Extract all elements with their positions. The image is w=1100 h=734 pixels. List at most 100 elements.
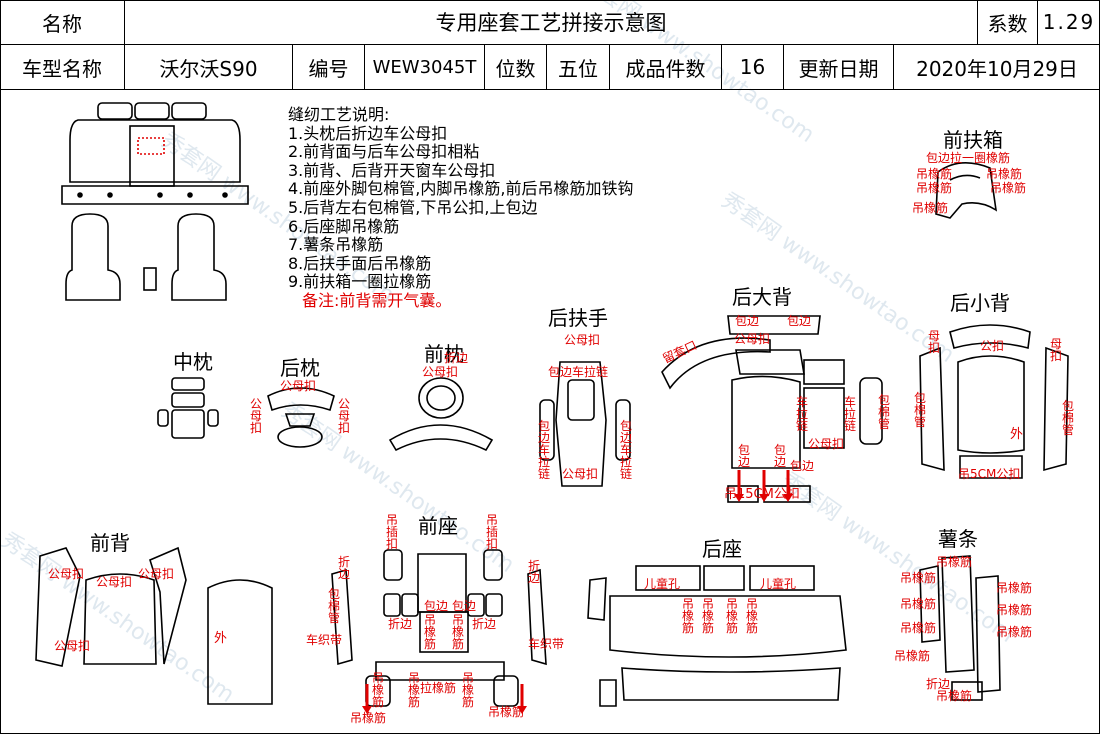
annotation: 包边 [787,314,812,328]
model-label: 车型名称 [0,45,125,89]
middle-pillow-pieces [157,377,219,439]
rear-armrest-pieces [539,361,631,487]
annotation: 吊橡筋 [726,597,739,635]
date-value: 2020年10月29日 [916,56,1078,81]
front-seat-pieces [331,549,547,707]
section-rear-pillow: 后枕 [280,356,320,380]
annotation: 包边 [738,443,751,469]
annotation: 公母扣 [250,397,263,435]
annotation: 公母扣 [562,467,599,481]
annotation: 吊15CM公扣 [724,487,800,502]
annotation: 包棉管 [878,393,891,431]
annotation: 包边车拉链 [548,365,609,379]
code-label: 编号 [293,45,365,89]
annotation: 车织带 [528,637,565,651]
section-front-box: 前扶箱 [943,128,1003,152]
annotation: 儿童孔 [644,577,681,591]
annotation: 吊橡筋 [916,167,953,181]
arrow-heads [362,494,793,714]
note-item: 5.后背左右包棉管,下吊公扣,上包边 [288,197,538,217]
annotation: 吊橡筋 [986,167,1023,181]
section-front-back: 前背 [90,531,130,555]
annotation: 公母扣 [280,379,317,393]
rear-small-back-pieces [919,324,1069,479]
annotation: 吊橡筋 [372,671,385,709]
annotation: 吊插扣 [486,513,499,551]
annotation: 外 [1010,427,1024,442]
section-front-seat: 前座 [418,514,458,538]
annotation: 包边 [424,599,449,613]
note-item: 7.薯条吊橡筋 [288,235,384,255]
front-box-pieces [935,162,998,219]
date-label: 更新日期 [784,45,894,89]
annotation: 折边 [926,677,951,691]
annotation: 车拉链 [796,395,809,433]
annotation: 吊橡筋 [350,711,387,725]
annotation: 包边车拉链 [620,419,633,481]
annotation: 折边 [528,559,541,585]
annotation: 母扣 [928,329,941,355]
annotation: 吊橡筋 [408,671,421,709]
annotation: 包边拉一圈橡筋 [926,151,1011,165]
sewing-notes: 缝纫工艺说明: 1.头枕后折边车公母扣 2.前背面与后车公母扣相粘 3.前背、后… [288,105,634,311]
pieces-label: 成品件数 [610,45,722,89]
annotation: 公母扣 [138,567,175,581]
seats-value: 五位 [547,45,610,89]
annotation: 吊橡筋 [936,555,973,569]
annotation: 折边 [472,617,497,631]
annotation: 吊橡筋 [936,689,973,703]
header-row-info: 车型名称 沃尔沃S90 编号 WEW3045T 位数 五位 成品件数 16 更新… [0,45,1100,90]
annotation: 公母扣 [54,639,91,653]
section-middle-pillow: 中枕 [173,350,213,374]
annotation: 吊橡筋 [912,201,949,215]
annotation: 吊橡筋 [996,625,1033,639]
annotation: 包棉管 [914,391,927,429]
section-fries: 薯条 [938,527,978,551]
annotation: 公母扣 [96,575,133,589]
annotation: 公母扣 [48,567,85,581]
annotation: 吊橡筋 [900,621,937,635]
seats-label: 位数 [485,45,547,89]
notes-remark: 备注:前背需开气囊。 [302,290,452,310]
annotation: 车织带 [306,633,343,647]
annotation: 车拉链 [844,395,857,433]
sheet-title: 专用座套工艺拼接示意图 [125,0,978,44]
annotation: 吊橡筋 [462,671,475,709]
annotation: 公扣 [980,339,1005,353]
annotation: 公母扣 [808,437,845,451]
annotation: 包棉管 [1062,399,1075,437]
annotation: 公母扣 [564,333,601,347]
annotation: 外 [214,631,228,646]
note-item: 8.后扶手面后吊橡筋 [288,253,432,273]
name-label: 名称 [0,0,125,44]
annotation: 包边 [790,459,815,473]
section-rear-seat: 后座 [702,537,742,561]
annotation: 吊橡筋 [682,597,695,635]
annotation: 吊5CM公扣 [958,467,1021,481]
note-item: 1.头枕后折边车公母扣 [288,123,448,143]
note-item: 4.前座外脚包棉管,内脚吊橡筋,前后吊橡筋加铁钩 [288,179,634,199]
header-row-title: 名称 专用座套工艺拼接示意图 系数 1.29 [0,0,1100,45]
annotation: 公母扣 [422,365,459,379]
notes-heading: 缝纫工艺说明: [288,105,390,124]
annotation: 吊橡筋 [424,613,437,651]
rear-seat-pieces [587,565,847,707]
annotation: 公母扣 [734,332,771,346]
section-rear-armrest: 后扶手 [548,306,608,330]
section-front-pillow: 前枕 [424,342,464,366]
annotation: 吊插扣 [386,513,399,551]
seat-overview [61,102,249,301]
annotation: 折边 [338,555,351,581]
annotation: 儿童孔 [760,577,797,591]
front-back-pieces [35,546,273,705]
annotation: 公母扣 [338,397,351,435]
front-pillow-pieces [388,377,494,452]
section-rear-big-back: 后大背 [732,285,792,309]
annotation: 吊橡筋 [702,597,715,635]
coefficient-label: 系数 [978,0,1038,44]
code-value: WEW3045T [365,45,485,89]
annotation: 吊橡筋 [916,181,953,195]
pieces-value: 16 [722,45,784,89]
section-rear-small-back: 后小背 [950,291,1010,315]
